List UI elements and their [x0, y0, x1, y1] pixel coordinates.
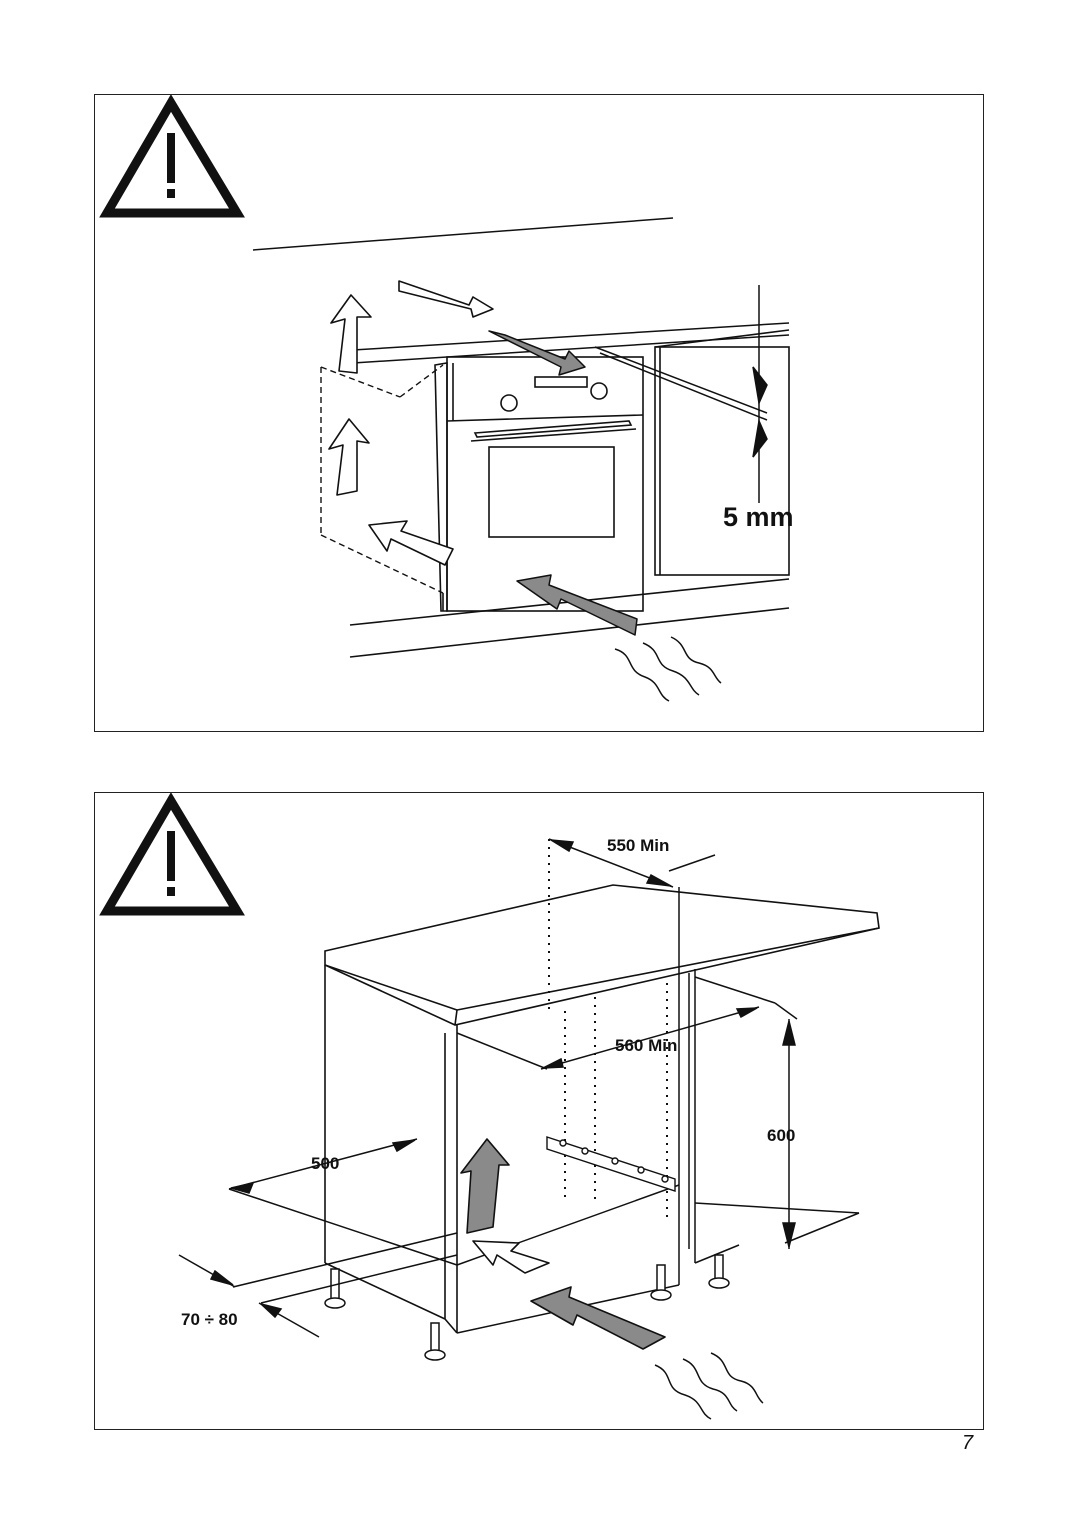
- countertop-slab: [324, 884, 880, 1026]
- cabinet-left-side: [324, 965, 458, 1334]
- dim-550-label: 550 Min: [607, 836, 669, 855]
- mounting-rail: [546, 1136, 676, 1192]
- dim-70-80-label: 70 ÷ 80: [181, 1310, 238, 1329]
- oven: [434, 356, 644, 612]
- gap-dimension: [752, 285, 768, 503]
- dim-500-label: 500: [311, 1154, 339, 1173]
- right-cabinet: [654, 329, 790, 576]
- heat-waves-icon: [654, 1352, 764, 1420]
- bottom-installation-panel: 550 Min 560 Min 600 500 70 ÷ 80: [94, 792, 984, 1430]
- gap-label: 5 mm: [723, 502, 794, 532]
- page-number: 7: [962, 1432, 974, 1454]
- cabinet-right: [694, 969, 860, 1264]
- floor-lines: [349, 578, 790, 658]
- warning-triangle-icon: [99, 95, 245, 218]
- warning-triangle-icon: [99, 793, 245, 916]
- heat-waves-icon: [614, 636, 722, 702]
- airflow-arrows-grey: [488, 330, 638, 636]
- airflow-arrows-white: [328, 280, 494, 566]
- dimension-lines: [178, 838, 860, 1338]
- dim-560-label: 560 Min: [615, 1036, 677, 1055]
- dim-600-label: 600: [767, 1126, 795, 1145]
- cabinet-legs: [324, 1254, 730, 1361]
- oven-ventilation-diagram: 5 mm: [99, 95, 794, 702]
- top-installation-panel: 5 mm: [94, 94, 984, 732]
- airflow-arrows: [460, 1138, 666, 1350]
- cabinet-dimensions-diagram: 550 Min 560 Min 600 500 70 ÷ 80: [99, 793, 880, 1420]
